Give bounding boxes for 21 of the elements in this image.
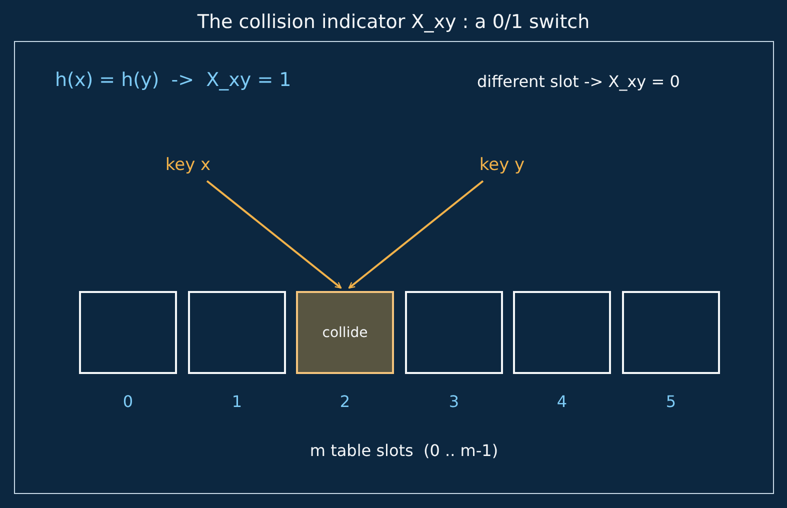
key-label: key x [165,155,211,175]
slot-index: 2 [338,392,352,411]
title: The collision indicator X_xy : a 0/1 switch [196,11,591,33]
table-slot [188,291,286,374]
table-slot [622,291,720,374]
formula-text: h(x) = h(y) -> X_xy = 1 [55,69,292,91]
slot-index: 4 [556,392,568,411]
arrow [348,180,484,289]
note-text: different slot -> X_xy = 0 [477,72,680,91]
key-label: key y [479,155,525,175]
highlighted-slot [296,291,394,374]
table-slot [405,291,503,374]
slot-index: 5 [664,392,678,411]
arrow [206,180,342,289]
slot-index: 0 [122,392,134,411]
slot-index: 3 [448,392,460,411]
slot-index: 1 [230,392,244,411]
table-slot [513,291,611,374]
table-slot [79,291,177,374]
note-text: m table slots (0 .. m-1) [310,441,498,460]
slot-text: collide [322,324,368,340]
